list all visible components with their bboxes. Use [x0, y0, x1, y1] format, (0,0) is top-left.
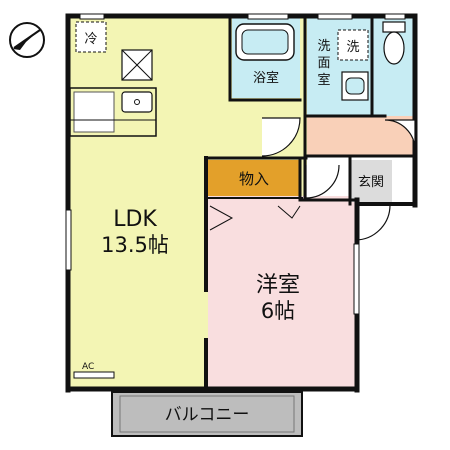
washer-icon: 洗 [337, 29, 369, 61]
western-room-label: 洋室 [256, 273, 300, 298]
wash-basin-icon [341, 71, 369, 101]
entrance-area [350, 160, 392, 202]
sink-icon [121, 91, 153, 113]
balcony-label: バルコニー [165, 405, 250, 425]
washroom-label-1: 洗 [317, 39, 330, 54]
ldk-size-label: 13.5帖 [101, 233, 169, 257]
ldk-label: LDK [113, 207, 157, 232]
range-hood-icon [121, 49, 153, 81]
toilet-icon [382, 21, 406, 65]
refrigerator-icon: 冷 [75, 21, 107, 53]
bath-label: 浴室 [253, 70, 279, 86]
entrance-label: 玄関 [358, 175, 384, 190]
svg-text:洗: 洗 [346, 40, 359, 55]
svg-text:冷: 冷 [84, 32, 97, 47]
storage-area [208, 160, 300, 196]
balcony-outline [111, 391, 303, 437]
air-conditioner-icon: AC [73, 362, 115, 379]
western-room-size-label: 6帖 [261, 299, 295, 323]
washroom-label-3: 室 [317, 72, 330, 88]
western-room-area [208, 196, 356, 388]
svg-text:AC: AC [82, 362, 94, 372]
kitchen-counter [69, 87, 157, 137]
porch-area [392, 156, 414, 202]
balcony-area [112, 392, 302, 436]
washroom-label-2: 面 [317, 56, 330, 71]
doors [209, 117, 416, 241]
bathtub-icon [235, 23, 295, 61]
storage-label: 物入 [239, 170, 269, 188]
north-arrow-icon [9, 22, 45, 58]
windows [65, 13, 406, 315]
